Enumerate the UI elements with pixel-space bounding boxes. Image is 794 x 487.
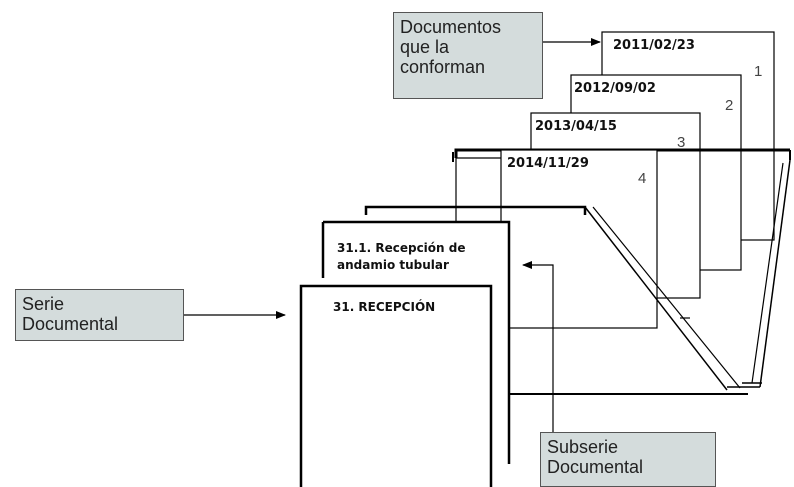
subserie-folder-label-line-2: andamio tubular: [337, 258, 449, 272]
subserie-folder-label: 31.1. Recepción de andamio tubular: [337, 240, 465, 274]
document-1-number: 1: [754, 63, 763, 80]
document-3-date: 2013/04/15: [535, 119, 617, 134]
callout-serie-line-1: Serie: [22, 294, 65, 314]
document-3-number: 3: [677, 134, 686, 151]
callout-documentos-line-3: conforman: [400, 57, 486, 77]
subserie-folder-back: [364, 205, 748, 395]
document-1-date: 2011/02/23: [613, 38, 695, 53]
arrow-subserie: [522, 261, 554, 432]
callout-documentos: Documentos que la conforman: [393, 12, 543, 99]
serie-folder-sheet: [299, 284, 493, 487]
document-4-sheet: [455, 149, 690, 329]
callout-subserie: Subserie Documental: [540, 432, 716, 487]
subserie-folder-label-line-1: 31.1. Recepción de: [337, 241, 466, 255]
callout-documentos-line-1: Documentos: [400, 17, 502, 37]
callout-subserie-line-2: Documental: [547, 457, 644, 477]
document-4-date: 2014/11/29: [507, 156, 589, 171]
document-2-date: 2012/09/02: [574, 81, 656, 96]
callout-documentos-line-2: que la: [400, 37, 450, 57]
callout-serie-line-2: Documental: [22, 314, 119, 334]
document-2-number: 2: [725, 97, 734, 114]
serie-folder-title: 31. RECEPCIÓN: [333, 300, 436, 314]
callout-subserie-line-1: Subserie: [547, 437, 619, 457]
document-4-number: 4: [638, 170, 647, 187]
outer-folder: [452, 148, 791, 388]
callout-serie: Serie Documental: [15, 289, 184, 341]
